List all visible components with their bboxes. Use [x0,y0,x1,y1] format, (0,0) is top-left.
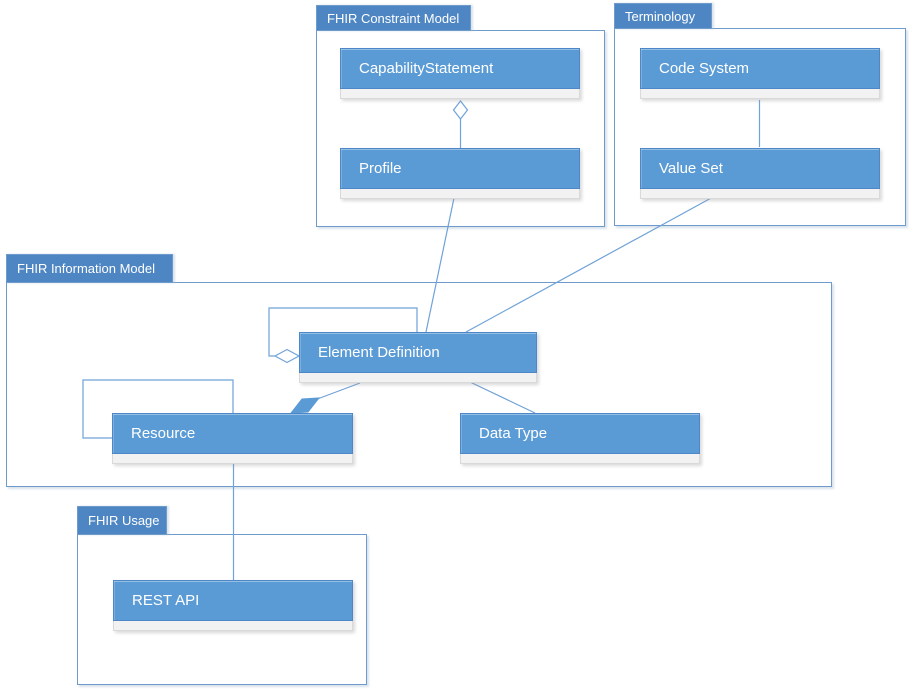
class-valueset-header: Value Set [640,148,880,189]
class-profile-header: Profile [340,148,580,189]
class-label: REST API [132,592,200,609]
class-restapi-compartment [113,621,353,631]
class-restapi: REST API [113,580,353,631]
package-tab-terminology: Terminology [614,3,712,29]
class-resource-header: Resource [112,413,353,454]
class-resource: Resource [112,413,353,464]
class-datatype: Data Type [460,413,700,464]
class-valueset: Value Set [640,148,880,199]
class-elementdefinition-compartment [299,373,537,383]
class-label: Resource [131,425,196,442]
class-label: CapabilityStatement [359,60,494,77]
class-valueset-compartment [640,189,880,199]
package-label: FHIR Constraint Model [327,10,460,26]
class-datatype-header: Data Type [460,413,700,454]
class-codesystem: Code System [640,48,880,99]
class-elementdefinition: Element Definition [299,332,537,383]
class-codesystem-compartment [640,89,880,99]
package-tab-fhir-constraint-model: FHIR Constraint Model [316,5,471,31]
class-capabilitystatement-header: CapabilityStatement [340,48,580,89]
class-profile-compartment [340,189,580,199]
class-elementdefinition-header: Element Definition [299,332,537,373]
package-tab-fhir-information-model: FHIR Information Model [6,254,173,283]
class-capabilitystatement-compartment [340,89,580,99]
package-tab-fhir-usage: FHIR Usage [77,506,167,535]
class-resource-compartment [112,454,353,464]
class-codesystem-header: Code System [640,48,880,89]
class-datatype-compartment [460,454,700,464]
class-profile: Profile [340,148,580,199]
class-label: Value Set [659,160,723,177]
class-label: Code System [659,60,750,77]
class-label: Profile [359,160,402,177]
package-label: Terminology [625,8,696,24]
class-capabilitystatement: CapabilityStatement [340,48,580,99]
package-label: FHIR Usage [88,513,160,528]
package-label: FHIR Information Model [17,261,155,276]
class-label: Data Type [479,425,548,442]
class-label: Element Definition [318,344,440,361]
class-restapi-header: REST API [113,580,353,621]
